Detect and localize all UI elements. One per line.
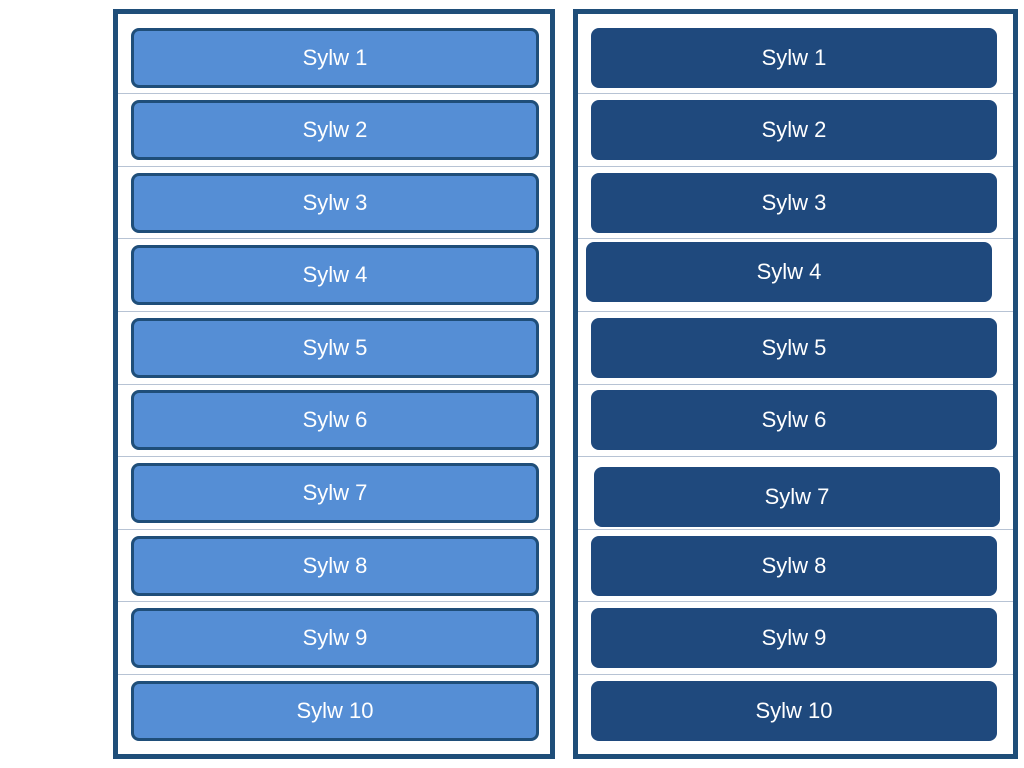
right-button-4[interactable]: Sylw 4 bbox=[586, 242, 992, 302]
button-label: Sylw 2 bbox=[302, 117, 368, 142]
button-label: Sylw 9 bbox=[302, 625, 368, 650]
button-label: Sylw 7 bbox=[302, 480, 368, 505]
right-button-7[interactable]: Sylw 7 bbox=[594, 467, 1000, 527]
button-label: Sylw 6 bbox=[761, 407, 827, 432]
left-panel: Sylw 1 Sylw 2 Sylw 3 Sylw 4 Sylw 5 Sylw … bbox=[113, 9, 555, 759]
row-divider bbox=[578, 93, 1013, 94]
row-divider bbox=[118, 238, 550, 239]
row-divider bbox=[578, 529, 1013, 530]
button-label: Sylw 3 bbox=[302, 190, 368, 215]
right-button-9[interactable]: Sylw 9 bbox=[591, 608, 997, 668]
left-button-5[interactable]: Sylw 5 bbox=[131, 318, 539, 378]
right-button-3[interactable]: Sylw 3 bbox=[591, 173, 997, 233]
button-label: Sylw 4 bbox=[756, 259, 822, 284]
row-divider bbox=[118, 601, 550, 602]
left-button-8[interactable]: Sylw 8 bbox=[131, 536, 539, 596]
button-label: Sylw 6 bbox=[302, 407, 368, 432]
left-button-10[interactable]: Sylw 10 bbox=[131, 681, 539, 741]
button-label: Sylw 1 bbox=[302, 45, 368, 70]
row-divider bbox=[118, 674, 550, 675]
button-label: Sylw 3 bbox=[761, 190, 827, 215]
button-label: Sylw 10 bbox=[755, 698, 833, 723]
row-divider bbox=[578, 456, 1013, 457]
right-button-6[interactable]: Sylw 6 bbox=[591, 390, 997, 450]
row-divider bbox=[118, 529, 550, 530]
left-button-1[interactable]: Sylw 1 bbox=[131, 28, 539, 88]
row-divider bbox=[118, 384, 550, 385]
button-label: Sylw 5 bbox=[761, 335, 827, 360]
button-label: Sylw 10 bbox=[296, 698, 374, 723]
button-label: Sylw 9 bbox=[761, 625, 827, 650]
row-divider bbox=[578, 384, 1013, 385]
right-button-5[interactable]: Sylw 5 bbox=[591, 318, 997, 378]
left-button-7[interactable]: Sylw 7 bbox=[131, 463, 539, 523]
left-button-6[interactable]: Sylw 6 bbox=[131, 390, 539, 450]
row-divider bbox=[578, 601, 1013, 602]
left-button-4[interactable]: Sylw 4 bbox=[131, 245, 539, 305]
right-button-10[interactable]: Sylw 10 bbox=[591, 681, 997, 741]
row-divider bbox=[578, 311, 1013, 312]
button-label: Sylw 1 bbox=[761, 45, 827, 70]
left-button-3[interactable]: Sylw 3 bbox=[131, 173, 539, 233]
row-divider bbox=[578, 674, 1013, 675]
button-label: Sylw 2 bbox=[761, 117, 827, 142]
right-button-8[interactable]: Sylw 8 bbox=[591, 536, 997, 596]
row-divider bbox=[118, 93, 550, 94]
row-divider bbox=[578, 238, 1013, 239]
button-label: Sylw 4 bbox=[302, 262, 368, 287]
left-button-9[interactable]: Sylw 9 bbox=[131, 608, 539, 668]
right-button-2[interactable]: Sylw 2 bbox=[591, 100, 997, 160]
row-divider bbox=[118, 166, 550, 167]
left-button-2[interactable]: Sylw 2 bbox=[131, 100, 539, 160]
button-label: Sylw 8 bbox=[761, 553, 827, 578]
row-divider bbox=[578, 166, 1013, 167]
button-label: Sylw 7 bbox=[764, 484, 830, 509]
row-divider bbox=[118, 456, 550, 457]
button-label: Sylw 5 bbox=[302, 335, 368, 360]
button-label: Sylw 8 bbox=[302, 553, 368, 578]
right-panel: Sylw 1 Sylw 2 Sylw 3 Sylw 4 Sylw 5 Sylw … bbox=[573, 9, 1018, 759]
row-divider bbox=[118, 311, 550, 312]
right-button-1[interactable]: Sylw 1 bbox=[591, 28, 997, 88]
